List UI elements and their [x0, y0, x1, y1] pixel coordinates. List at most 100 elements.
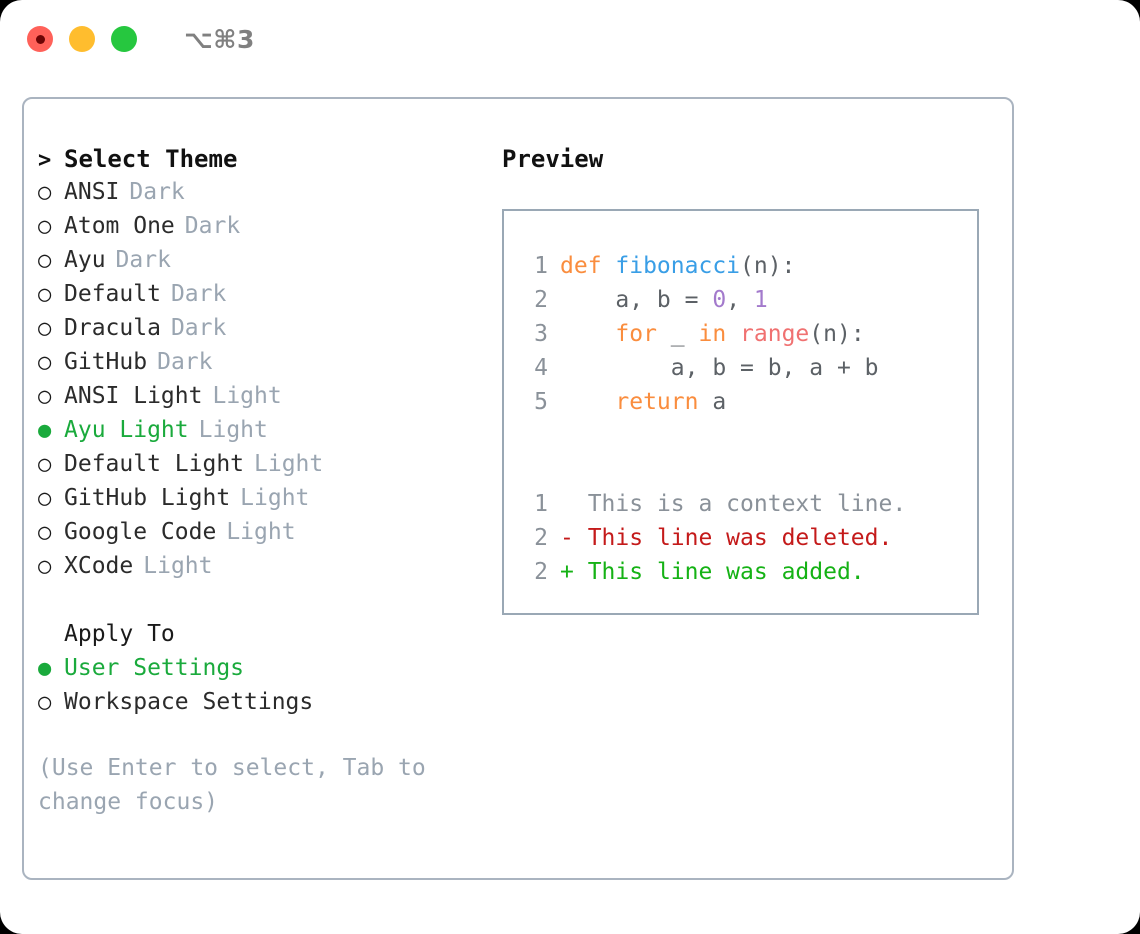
maximize-button[interactable] — [111, 26, 137, 52]
radio-unselected-icon[interactable]: ○ — [38, 248, 52, 273]
radio-selected-icon[interactable]: ● — [38, 656, 52, 681]
radio-unselected-icon[interactable]: ○ — [38, 214, 52, 239]
theme-name: Ayu Light — [64, 417, 189, 443]
hint-spacer — [38, 723, 508, 751]
apply-to-item-user-settings[interactable]: ●User Settings — [38, 655, 508, 689]
theme-item-default-light[interactable]: ○ Default Light Light — [38, 451, 508, 485]
minimize-button[interactable] — [69, 26, 95, 52]
apply-to-option-name: Workspace Settings — [64, 689, 314, 715]
theme-name: ANSI Light — [64, 383, 203, 409]
theme-item-google-code[interactable]: ○ Google Code Light — [38, 519, 508, 553]
line-number: 5 — [534, 389, 548, 415]
code-line: 3 for _ in range(n): — [518, 321, 977, 355]
theme-variant: Light — [254, 451, 324, 477]
apply-to-item-workspace-settings[interactable]: ○ Workspace Settings — [38, 689, 508, 723]
select-theme-header: > Select Theme — [38, 145, 508, 179]
radio-unselected-icon[interactable]: ○ — [38, 486, 52, 511]
code-token-plain: a, b = b, a + b — [560, 355, 879, 381]
theme-name: Default Light — [64, 451, 245, 477]
code-token-plain — [726, 321, 740, 347]
theme-name: GitHub Light — [64, 485, 231, 511]
theme-variant: Light — [212, 383, 282, 409]
diff-text: This line was deleted. — [573, 525, 893, 551]
code-token-keyword: return — [615, 389, 699, 415]
diff-sign — [560, 491, 574, 517]
theme-item-atom-one[interactable]: ○ Atom One Dark — [38, 213, 508, 247]
radio-unselected-icon[interactable]: ○ — [38, 180, 52, 205]
theme-variant: Dark — [184, 213, 241, 239]
theme-variant: Light — [143, 553, 213, 579]
theme-name: Atom One — [64, 213, 175, 239]
code-token-call: range — [740, 321, 810, 347]
radio-unselected-icon[interactable]: ○ — [38, 350, 52, 375]
code-token-keyword: in — [698, 321, 727, 347]
radio-selected-icon[interactable]: ● — [38, 418, 52, 443]
prompt-caret-icon: > — [38, 148, 52, 173]
theme-variant: Dark — [157, 349, 213, 375]
theme-variant: Dark — [170, 315, 227, 341]
theme-name: Google Code — [64, 519, 217, 545]
radio-unselected-icon[interactable]: ○ — [38, 384, 52, 409]
theme-item-default[interactable]: ○ Default Dark — [38, 281, 508, 315]
theme-name: Dracula — [64, 315, 161, 341]
line-number: 3 — [534, 321, 548, 347]
spacer-marker: ○ — [38, 622, 64, 647]
radio-unselected-icon[interactable]: ○ — [38, 690, 52, 715]
line-number: 1 — [534, 491, 548, 517]
radio-unselected-icon[interactable]: ○ — [38, 282, 52, 307]
code-gap — [518, 423, 977, 457]
theme-item-ansi-light[interactable]: ○ ANSI Light Light — [38, 383, 508, 417]
theme-name: ANSI — [64, 179, 120, 205]
theme-name: XCode — [64, 553, 134, 579]
code-token-plain — [560, 321, 615, 347]
theme-item-ansi[interactable]: ○ ANSI Dark — [38, 179, 508, 213]
theme-item-xcode[interactable]: ○ XCode Light — [38, 553, 508, 587]
code-token-keyword: for — [615, 321, 657, 347]
window-controls — [27, 26, 137, 52]
preview-title: Preview — [502, 145, 604, 173]
theme-variant: Dark — [129, 179, 185, 205]
close-button[interactable] — [27, 26, 53, 52]
radio-unselected-icon[interactable]: ○ — [38, 554, 52, 579]
recording-indicator-icon — [35, 34, 45, 44]
code-token-plain: (n): — [809, 321, 865, 347]
section-spacer — [38, 587, 508, 621]
code-token-keyword: def — [560, 253, 616, 279]
theme-item-ayu-light[interactable]: ● Ayu Light Light — [38, 417, 508, 451]
diff-line-added: 2+ This line was added. — [518, 559, 977, 593]
theme-name: Default — [64, 281, 161, 307]
code-line: 2 a, b = 0, 1 — [518, 287, 977, 321]
code-token-number: 1 — [753, 287, 768, 313]
diff-line-context: 1 This is a context line. — [518, 491, 977, 525]
theme-variant: Light — [226, 519, 296, 545]
code-token-plain: a — [698, 389, 727, 415]
apply-to-label: Apply To — [64, 621, 175, 647]
theme-variant: Light — [198, 417, 268, 443]
code-token-number: 0 — [712, 287, 727, 313]
code-line: 4 a, b = b, a + b — [518, 355, 977, 389]
code-token-plain: , — [726, 287, 754, 313]
theme-name: Ayu — [64, 247, 106, 273]
radio-unselected-icon[interactable]: ○ — [38, 316, 52, 341]
theme-variant: Dark — [170, 281, 227, 307]
radio-unselected-icon[interactable]: ○ — [38, 520, 52, 545]
diff-sign: + — [560, 559, 574, 585]
code-token-plain — [560, 389, 615, 415]
diff-sign: - — [560, 525, 574, 551]
apply-to-header: ○Apply To — [38, 621, 508, 655]
code-token-plain: a, b = — [560, 287, 713, 313]
select-theme-title: Select Theme — [64, 145, 238, 173]
radio-unselected-icon[interactable]: ○ — [38, 452, 52, 477]
diff-text: This line was added. — [573, 559, 865, 585]
code-token-function: fibonacci — [615, 253, 741, 279]
theme-item-dracula[interactable]: ○ Dracula Dark — [38, 315, 508, 349]
